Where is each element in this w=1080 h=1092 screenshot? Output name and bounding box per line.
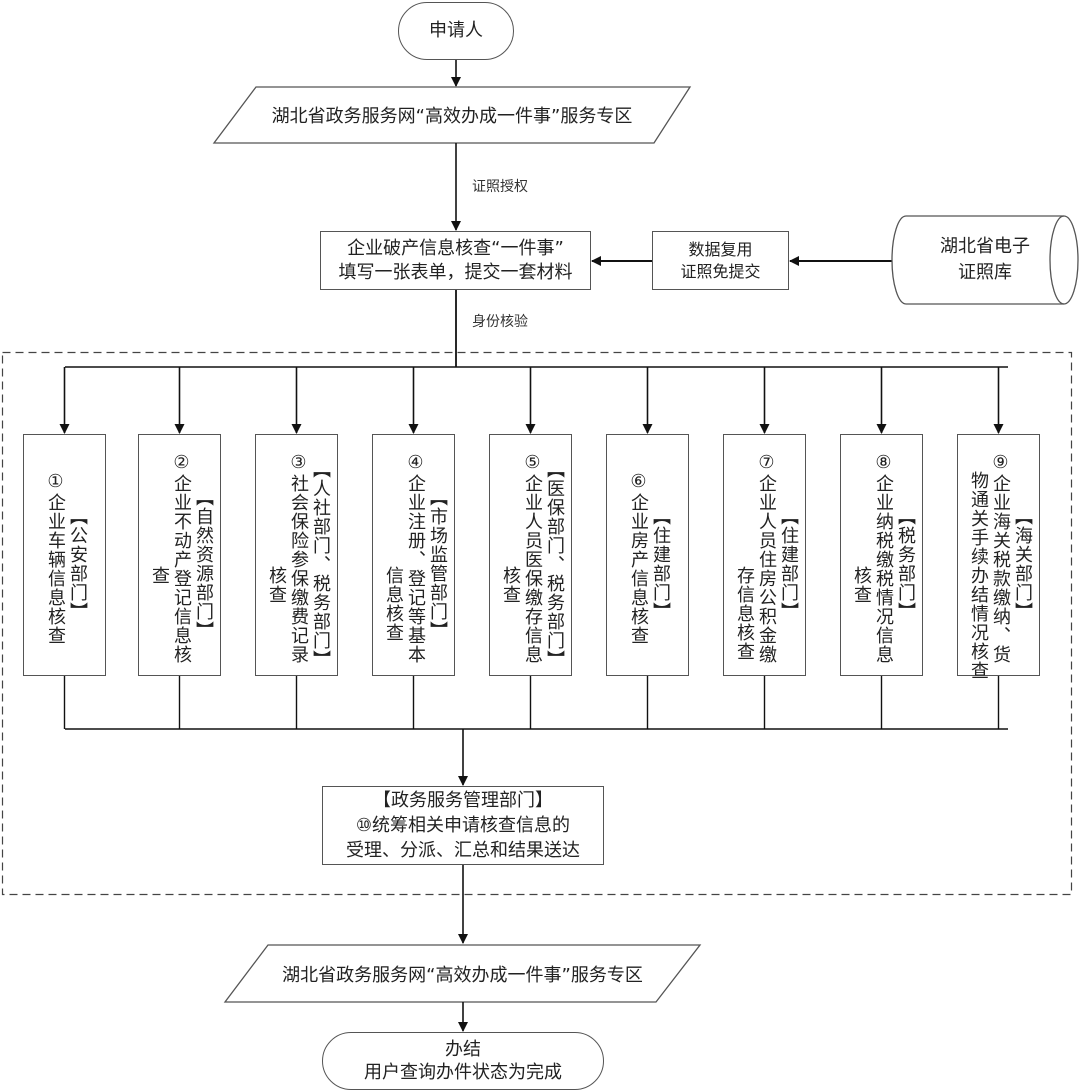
department-name: 【海关部门】 — [1012, 507, 1033, 621]
department-name: 【市场监管部门】 — [427, 488, 448, 640]
department-name: 【自然资源部门】 — [193, 488, 214, 640]
department-number: ② — [171, 452, 192, 474]
coordination-line2: ⑩统筹相关申请核查信息的 — [355, 815, 571, 836]
start-label: 申请人 — [429, 20, 483, 41]
end-line1: 办结 — [445, 1039, 481, 1060]
department-box-5: ⑤企业人员医保缴存信息 核查 【医保部门、税务部门】 — [489, 434, 572, 676]
department-box-3: ③社会保险参保缴费记录 核查 【人社部门、税务部门】 — [255, 434, 338, 676]
portal-bottom: 湖北省政务服务网“高效办成一件事”服务专区 — [225, 945, 700, 1002]
department-box-2: ②企业不动产登记信息核 查 【自然资源部门】 — [138, 434, 221, 676]
reuse-box-line1: 数据复用 — [688, 239, 753, 259]
department-task: ⑦企业人员住房公积金缴 — [755, 452, 777, 664]
department-task: ⑨企业海关税款缴纳、货 — [989, 452, 1011, 664]
department-task: ①企业车辆信息核查 — [44, 471, 66, 645]
department-task: ③社会保险参保缴费记录 — [287, 452, 309, 664]
department-number: ⑨ — [990, 452, 1011, 474]
department-task: ④企业注册、登记等基本 — [404, 452, 426, 664]
portal-bottom-label: 湖北省政务服务网“高效办成一件事”服务专区 — [282, 964, 643, 986]
coordination-line3: 受理、分派、汇总和结果送达 — [346, 840, 580, 861]
department-task-continued: 核查 — [266, 566, 287, 604]
end-line2: 用户查询办件状态为完成 — [364, 1062, 562, 1083]
department-box-7: ⑦企业人员住房公积金缴 存信息核查 【住建部门】 — [723, 434, 806, 676]
department-box-1: ①企业车辆信息核查 【公安部门】 — [23, 434, 106, 676]
department-task-continued: 信息核查 — [383, 566, 404, 642]
department-task-text: 社会保险参保缴费记录 — [288, 474, 309, 664]
portal-bottom-shape — [223, 944, 702, 1003]
portal-top-label: 湖北省政务服务网“高效办成一件事”服务专区 — [271, 106, 633, 127]
department-number: ⑦ — [756, 452, 777, 474]
department-task-continued: 核查 — [851, 566, 872, 604]
department-box-8: ⑧企业纳税缴税情况信息 核查 【税务部门】 — [840, 434, 923, 676]
form-box-line2: 填写一张表单，提交一套材料 — [338, 261, 573, 283]
form-box: 企业破产信息核查“一件事” 填写一张表单，提交一套材料 — [320, 231, 591, 290]
department-name: 【人社部门、税务部门】 — [310, 460, 331, 669]
coordination-dept: 【政务服务管理部门】 — [373, 790, 553, 811]
department-number: ① — [45, 471, 66, 493]
license-db-shape — [891, 215, 1079, 305]
department-task: ⑥企业房产信息核查 — [627, 471, 649, 645]
department-number: ③ — [288, 452, 309, 474]
department-task-text: 企业不动产登记信息核 — [171, 474, 192, 664]
department-task-text: 企业车辆信息核查 — [45, 493, 66, 645]
department-task-text: 企业人员住房公积金缴 — [756, 474, 777, 664]
department-task-text: 企业注册、登记等基本 — [405, 474, 426, 664]
parallel-processing-container — [1, 351, 1073, 896]
department-box-9: ⑨企业海关税款缴纳、货 物通关手续办结情况核查 【海关部门】 — [957, 434, 1040, 680]
department-task-continued: 查 — [149, 566, 170, 585]
edge-label-authorize: 证照授权 — [472, 179, 528, 195]
department-number: ⑥ — [628, 471, 649, 493]
department-name: 【公安部门】 — [67, 507, 88, 621]
start-terminal: 申请人 — [398, 2, 514, 60]
department-name: 【住建部门】 — [778, 507, 799, 621]
license-db: 湖北省电子 证照库 — [905, 216, 1065, 304]
department-task: ⑧企业纳税缴税情况信息 — [872, 452, 894, 664]
department-task-text: 企业人员医保缴存信息 — [522, 474, 543, 664]
department-number: ④ — [405, 452, 426, 474]
edge-label-identity: 身份核验 — [472, 314, 528, 330]
license-db-line2: 证照库 — [958, 262, 1012, 283]
end-terminal: 办结 用户查询办件状态为完成 — [322, 1032, 604, 1090]
portal-top-shape — [212, 86, 692, 144]
department-task-continued: 核查 — [500, 566, 521, 604]
department-number: ⑤ — [522, 452, 543, 474]
department-task: ②企业不动产登记信息核 — [170, 452, 192, 664]
department-task: ⑤企业人员医保缴存信息 — [521, 452, 543, 664]
reuse-box-line2: 证照免提交 — [680, 261, 761, 281]
license-db-line1: 湖北省电子 — [940, 236, 1030, 257]
form-box-line1: 企业破产信息核查“一件事” — [347, 237, 564, 259]
department-box-6: ⑥企业房产信息核查 【住建部门】 — [606, 434, 689, 676]
reuse-box: 数据复用 证照免提交 — [652, 231, 789, 290]
coordination-box: 【政务服务管理部门】 ⑩统筹相关申请核查信息的 受理、分派、汇总和结果送达 — [322, 786, 604, 865]
department-task-text: 企业纳税缴税情况信息 — [873, 474, 894, 664]
department-task-text: 企业海关税款缴纳、货 — [990, 474, 1011, 664]
department-name: 【医保部门、税务部门】 — [544, 460, 565, 669]
portal-top: 湖北省政务服务网“高效办成一件事”服务专区 — [214, 87, 690, 143]
department-box-4: ④企业注册、登记等基本 信息核查 【市场监管部门】 — [372, 434, 455, 676]
department-name: 【税务部门】 — [895, 507, 916, 621]
department-task-text: 企业房产信息核查 — [628, 493, 649, 645]
department-task-continued: 物通关手续办结情况核查 — [968, 471, 989, 680]
department-number: ⑧ — [873, 452, 894, 474]
department-name: 【住建部门】 — [650, 507, 671, 621]
department-task-continued: 存信息核查 — [734, 566, 755, 661]
